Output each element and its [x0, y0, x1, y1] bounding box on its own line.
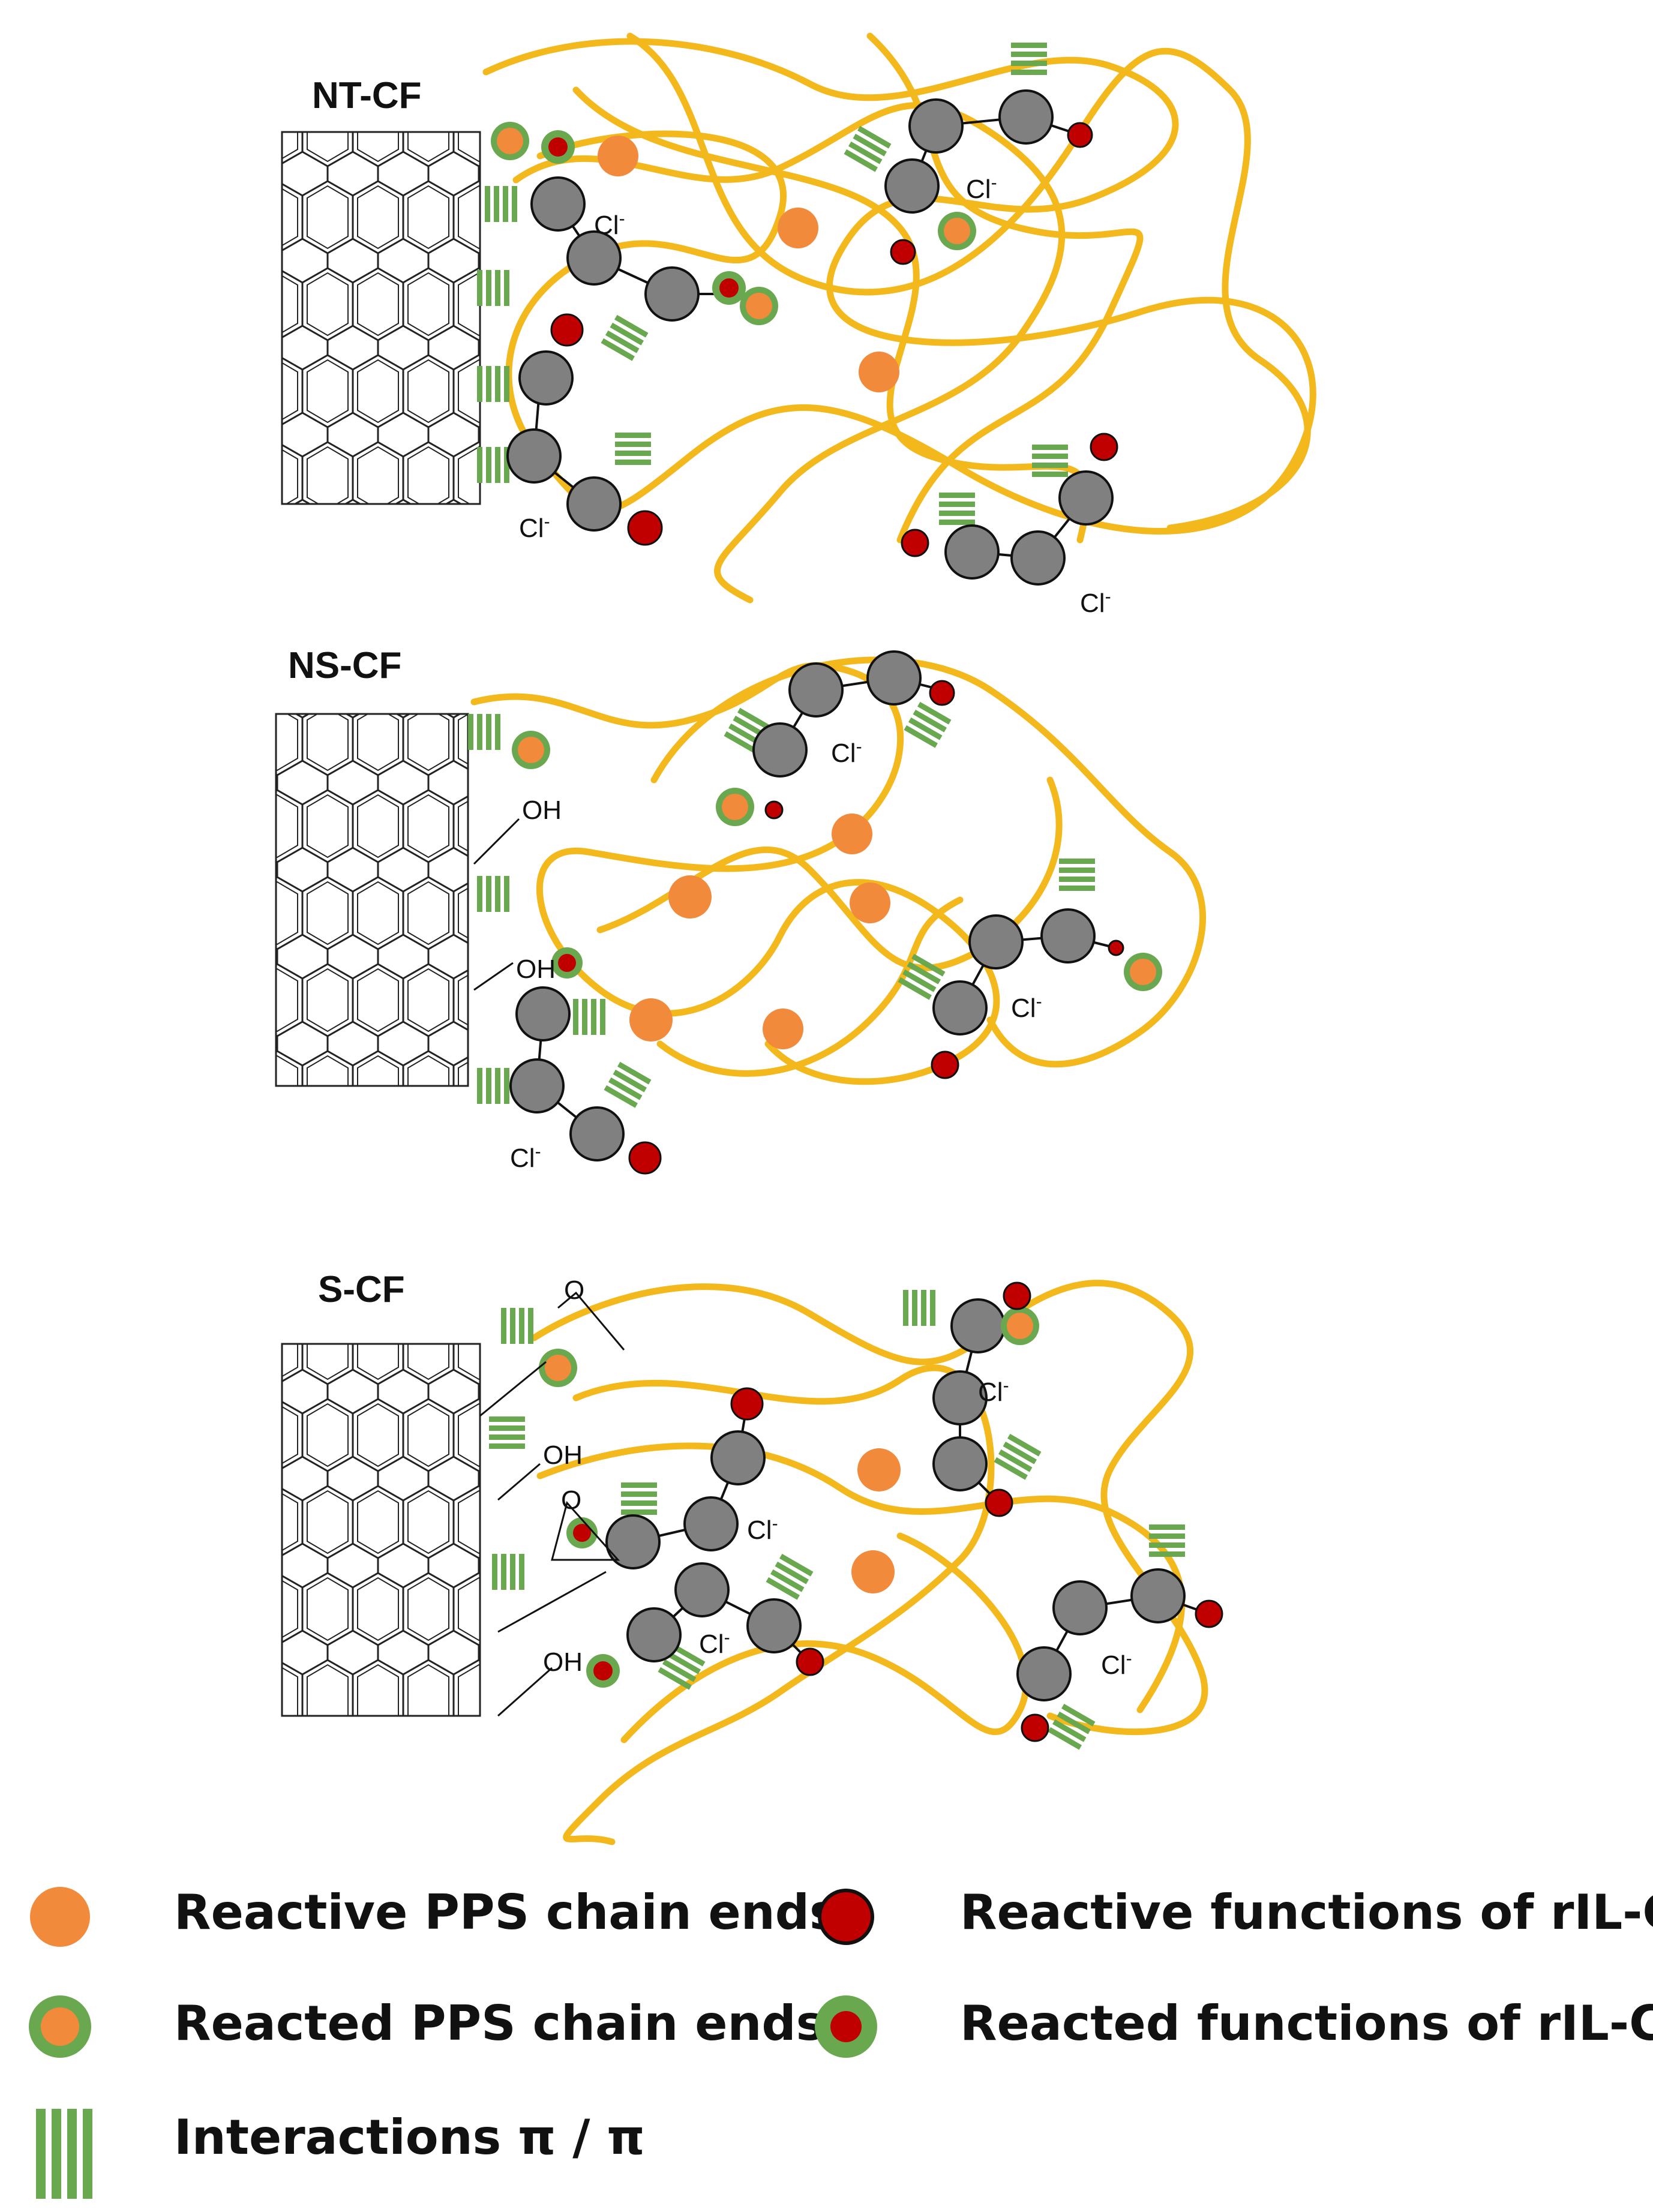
legend-swatch-pi-pi: [36, 2109, 92, 2199]
chloride-label: Cl-: [510, 1142, 541, 1173]
legend-label-reactive-ril: Reactive functions of rIL-Cl: [960, 1884, 1653, 1940]
chloride-charge: -: [772, 1514, 778, 1533]
panel-label-s-cf: S-CF: [318, 1269, 405, 1310]
chloride-label: Cl-: [831, 737, 862, 768]
function-dots: [491, 122, 1118, 557]
panel-label-nt-cf: NT-CF: [312, 75, 422, 116]
chloride-label: Cl-: [1011, 992, 1042, 1023]
chloride-charge: -: [1105, 587, 1111, 607]
epoxide-oxygen-label: O: [564, 1275, 584, 1305]
chloride-label: Cl-: [1101, 1649, 1132, 1680]
chloride-charge: -: [535, 1142, 541, 1161]
chloride-charge: -: [724, 1628, 730, 1647]
epoxide-oxygen-label: O: [561, 1485, 581, 1515]
chloride-charge: -: [544, 512, 550, 532]
function-dots: [512, 680, 1162, 1175]
legend-swatch-reactive-ril: [818, 1889, 874, 1945]
surface-groups: [479, 1291, 625, 1717]
surface-groups: [473, 818, 520, 991]
chloride-label: Cl-: [978, 1376, 1009, 1407]
legend: Reactive PPS chain ends Reactive functio…: [29, 1884, 1653, 2199]
ionic-liquid-molecules: [506, 89, 1114, 586]
chloride-charge: -: [1003, 1376, 1009, 1395]
legend-label-pi-pi: Interactions π / π: [174, 2109, 645, 2165]
panel-nt-cf: NT-CF: [281, 32, 1316, 618]
pi-stacks: [477, 43, 1068, 525]
legend-label-reacted-ril: Reacted functions of rIL-Cl: [960, 1995, 1653, 2051]
hydroxyl-label: OH: [516, 955, 556, 984]
chloride-charge: -: [1126, 1649, 1132, 1668]
chloride-labels: Cl- Cl- Cl- Cl-: [699, 1376, 1132, 1680]
chloride-charge: -: [991, 173, 997, 193]
chloride-label: Cl-: [1080, 587, 1111, 618]
ionic-liquid-molecules: [509, 650, 1117, 1161]
legend-label-reactive-pps: Reactive PPS chain ends: [174, 1884, 838, 1940]
chloride-label: Cl-: [699, 1628, 730, 1659]
polymer-chains: [470, 656, 1207, 1085]
legend-swatch-reacted-pps: [29, 1995, 91, 2058]
chloride-label: Cl-: [519, 512, 550, 543]
panel-s-cf: S-CF: [281, 1269, 1223, 1845]
chloride-charge: -: [856, 737, 862, 757]
legend-swatch-reactive-pps: [30, 1887, 90, 1947]
carbon-nanotube: [275, 713, 469, 1087]
panel-label-ns-cf: NS-CF: [288, 645, 401, 686]
ionic-liquid-molecules: [605, 1298, 1210, 1701]
chloride-label: Cl-: [747, 1514, 778, 1545]
hydroxyl-label: OH: [543, 1440, 583, 1470]
legend-swatch-reacted-ril: [815, 1995, 877, 2058]
legend-label-reacted-pps: Reacted PPS chain ends: [174, 1995, 824, 2051]
hydroxyl-label: OH: [543, 1647, 583, 1677]
carbon-nanotube: [281, 1343, 481, 1717]
hydroxyl-label: OH: [522, 796, 562, 825]
chloride-label: Cl-: [594, 209, 625, 240]
chloride-label: Cl-: [966, 173, 997, 204]
function-dots: [539, 1281, 1223, 1742]
panel-ns-cf: NS-CF: [275, 645, 1207, 1175]
carbon-nanotube: [281, 131, 481, 505]
polymer-chains: [530, 1280, 1208, 1845]
chloride-charge: -: [1036, 992, 1042, 1012]
chloride-charge: -: [619, 209, 625, 229]
